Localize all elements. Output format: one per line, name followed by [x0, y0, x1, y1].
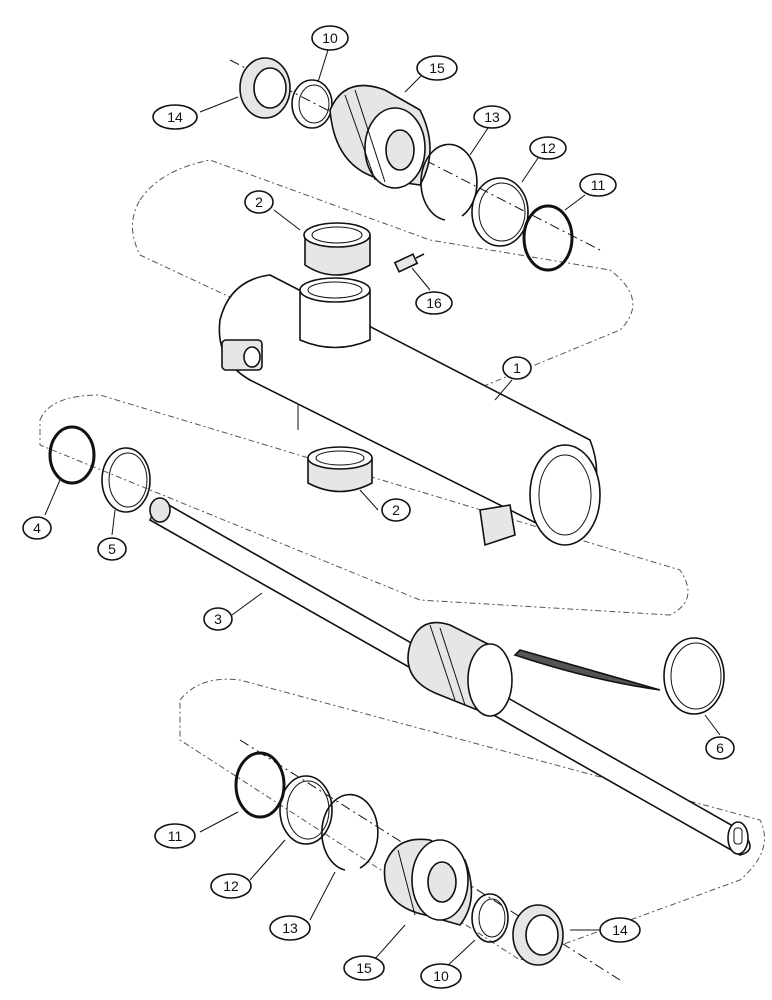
callout-14-top: 14: [152, 104, 198, 130]
callout-12-top: 12: [529, 136, 567, 160]
callout-2-lower: 2: [381, 498, 411, 522]
part-5-ring: [101, 447, 151, 513]
svg-text:10: 10: [433, 968, 449, 984]
callout-5: 5: [97, 537, 127, 561]
callout-13-top: 13: [473, 105, 511, 129]
svg-text:14: 14: [612, 922, 628, 938]
part-13-bottom-snapring: [321, 793, 379, 871]
callout-10-bottom: 10: [420, 963, 462, 989]
callout-14-bottom: 14: [599, 917, 641, 943]
middle-dashed-outline: [39, 394, 689, 616]
svg-text:1: 1: [513, 360, 521, 376]
svg-text:4: 4: [33, 520, 41, 536]
part-10-top-ring: [291, 79, 333, 129]
svg-text:2: 2: [255, 194, 263, 210]
part-4-oring: [48, 425, 96, 485]
svg-text:11: 11: [168, 828, 183, 844]
part-13-top-snapring: [420, 143, 478, 221]
part-6-piston-seal: [513, 637, 725, 715]
part-14-bottom-wiper: [512, 904, 564, 966]
callout-12-bottom: 12: [210, 873, 252, 899]
svg-text:10: 10: [322, 30, 338, 46]
part-11-top-oring: [522, 204, 574, 272]
callout-15-top: 15: [416, 55, 458, 81]
callout-1: 1: [502, 356, 532, 380]
callout-15-bottom: 15: [343, 955, 385, 981]
svg-text:13: 13: [484, 109, 500, 125]
svg-text:6: 6: [716, 740, 724, 756]
svg-text:12: 12: [540, 140, 556, 156]
part-2-upper-bushing: [303, 222, 371, 276]
part-1-cylinder-barrel: [218, 274, 601, 547]
svg-text:15: 15: [356, 960, 372, 976]
part-2-lower-bushing: [307, 446, 373, 493]
svg-text:12: 12: [223, 878, 239, 894]
callout-16: 16: [415, 291, 453, 315]
callout-2-upper: 2: [244, 190, 274, 214]
part-16-grease-fitting: [393, 253, 425, 273]
part-11-bottom-oring: [234, 751, 286, 819]
part-12-top-ring: [471, 177, 529, 247]
callout-13-bottom: 13: [269, 915, 311, 941]
svg-text:13: 13: [282, 920, 298, 936]
part-15-top-gland: [329, 84, 431, 189]
svg-text:15: 15: [429, 60, 445, 76]
callout-10-top: 10: [311, 25, 349, 51]
part-12-bottom-ring: [279, 775, 333, 845]
svg-text:5: 5: [108, 541, 116, 557]
svg-text:3: 3: [214, 611, 222, 627]
callout-11-bottom: 11: [154, 823, 196, 849]
svg-text:14: 14: [167, 109, 183, 125]
part-10-bottom-ring: [471, 893, 509, 943]
leader-lines: [44, 49, 721, 969]
part-15-bottom-gland: [383, 838, 473, 926]
lower-dashed-outline: [179, 678, 765, 961]
callout-4: 4: [22, 516, 52, 540]
callout-11-top: 11: [579, 173, 617, 197]
part-3-piston-rod: [148, 497, 751, 856]
svg-text:11: 11: [591, 177, 606, 193]
callout-3: 3: [203, 607, 233, 631]
callout-6: 6: [705, 736, 735, 760]
svg-text:16: 16: [426, 295, 442, 311]
part-14-top-wiper: [239, 57, 291, 119]
svg-text:2: 2: [392, 502, 400, 518]
